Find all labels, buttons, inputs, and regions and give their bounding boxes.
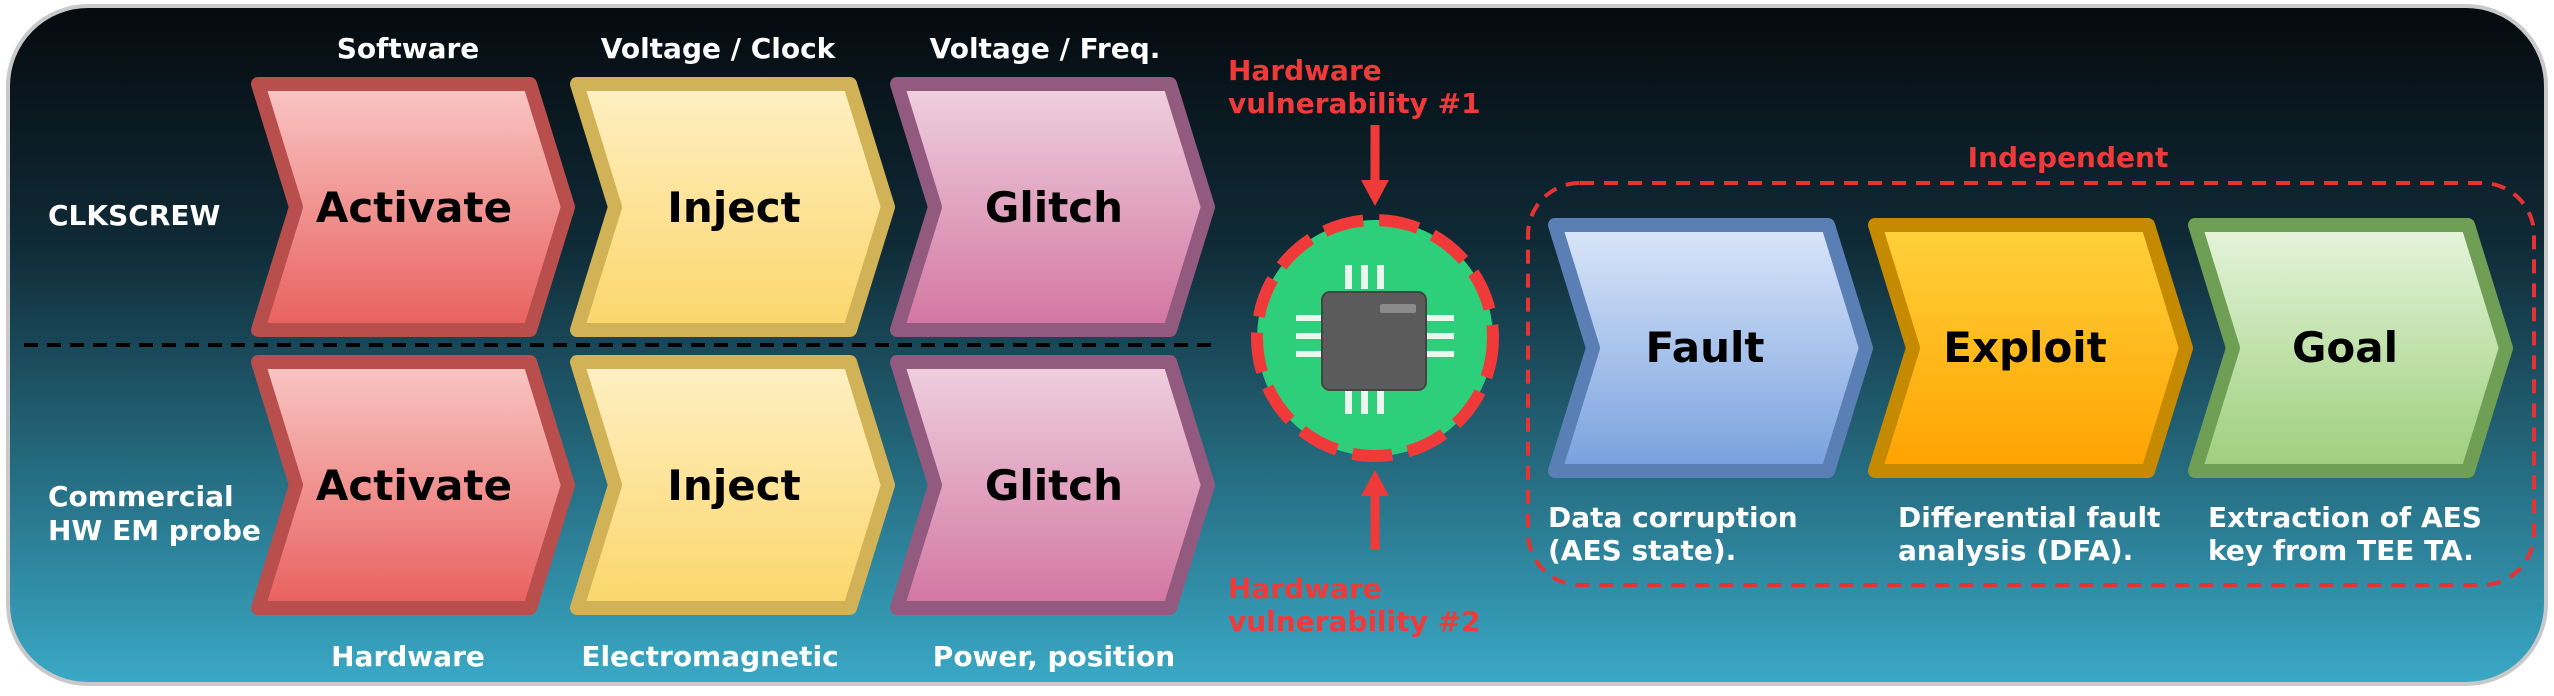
step-label: Activate xyxy=(316,461,512,510)
chevron-exploit: Exploit xyxy=(1868,218,2193,478)
exploit-description-line2: analysis (DFA). xyxy=(1898,534,2133,567)
step-label: Activate xyxy=(316,183,512,232)
exploit-description-line1: Differential fault xyxy=(1898,501,2160,534)
arrow-down-icon xyxy=(1361,125,1389,206)
step-label: Inject xyxy=(667,183,800,232)
chevron-top-activate: Activate xyxy=(251,77,575,337)
bottom-label-glitch: Power, position xyxy=(933,640,1175,673)
step-label: Goal xyxy=(2292,323,2398,372)
top-label-activate: Software xyxy=(337,32,480,65)
fault-description-line1: Data corruption xyxy=(1548,501,1798,534)
step-label: Glitch xyxy=(985,461,1123,510)
chevron-goal: Goal xyxy=(2188,218,2513,478)
arrow-up-icon xyxy=(1361,470,1389,550)
step-label: Inject xyxy=(667,461,800,510)
top-label-glitch: Voltage / Freq. xyxy=(930,32,1161,65)
vulnerability-2-line2: vulnerability #2 xyxy=(1228,605,1481,638)
chevron-bottom-activate: Activate xyxy=(251,355,575,615)
bottom-label-activate: Hardware xyxy=(331,640,485,673)
chevron-top-inject: Inject xyxy=(570,77,895,337)
vulnerability-1-line2: vulnerability #1 xyxy=(1228,87,1481,120)
chip-icon xyxy=(1251,214,1499,462)
chevron-bottom-inject: Inject xyxy=(570,355,895,615)
top-label-inject: Voltage / Clock xyxy=(601,32,837,65)
goal-description-line1: Extraction of AES xyxy=(2208,501,2482,534)
vulnerability-2-line1: Hardware xyxy=(1228,572,1382,605)
row-label-clkscrew: CLKSCREW xyxy=(48,199,220,232)
step-label: Fault xyxy=(1646,323,1765,372)
vulnerability-1-line1: Hardware xyxy=(1228,54,1382,87)
chevron-top-glitch: Glitch xyxy=(890,77,1215,337)
chevron-bottom-glitch: Glitch xyxy=(890,355,1215,615)
step-label: Exploit xyxy=(1943,323,2107,372)
step-label: Glitch xyxy=(985,183,1123,232)
independent-box xyxy=(1526,181,2536,587)
row-label-em-probe-line1: Commercial xyxy=(48,480,234,513)
bottom-label-inject: Electromagnetic xyxy=(581,640,838,673)
goal-description-line2: key from TEE TA. xyxy=(2208,534,2474,567)
chevron-fault: Fault xyxy=(1548,218,1873,478)
independent-label: Independent xyxy=(1968,141,2169,174)
row-label-em-probe-line2: HW EM probe xyxy=(48,514,261,547)
fault-description-line2: (AES state). xyxy=(1548,534,1736,567)
